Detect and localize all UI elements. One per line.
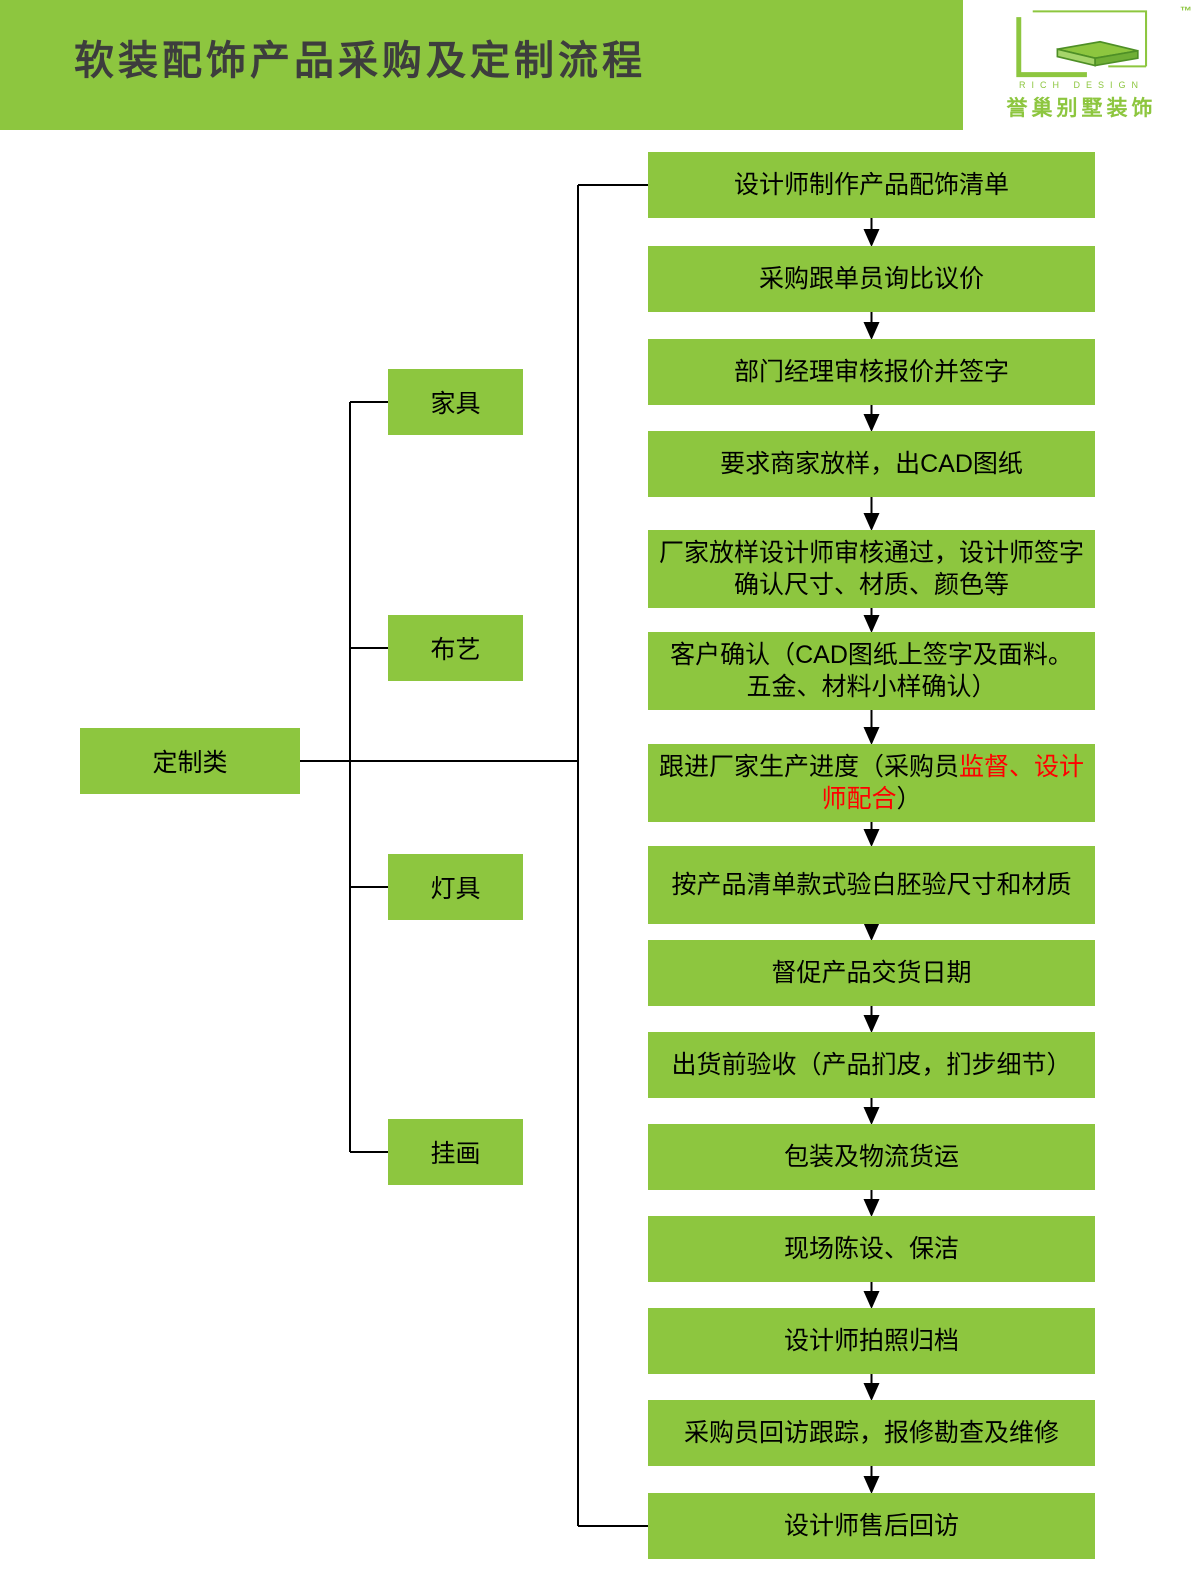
flow-step-14: 采购员回访跟踪，报修勘查及维修 xyxy=(648,1400,1095,1466)
page-title: 软装配饰产品采购及定制流程 xyxy=(74,37,646,84)
category-node-1: 家具 xyxy=(388,369,523,435)
brand-name-en: RICH DESIGN xyxy=(1018,80,1144,90)
category-node-3: 灯具 xyxy=(388,854,523,920)
flow-step-label: 厂家放样设计师审核通过，设计师签字确认尺寸、材质、颜色等 xyxy=(658,538,1084,600)
flow-step-label: 设计师售后回访 xyxy=(783,1511,959,1540)
brand-logo: ™ RICH DESIGN 誉巢别墅装饰 xyxy=(963,0,1200,130)
flow-step-label: 出货前验收（产品扪皮，扪步细节） xyxy=(671,1050,1072,1079)
flow-step-label: 现场陈设、保洁 xyxy=(783,1234,959,1263)
flow-step-12: 现场陈设、保洁 xyxy=(648,1216,1095,1282)
category-node-2: 布艺 xyxy=(388,615,523,681)
flow-step-label: 设计师制作产品配饰清单 xyxy=(733,170,1009,199)
flow-step-label: 按产品清单款式验白胚验尺寸和材质 xyxy=(671,870,1072,899)
flow-step-label: 部门经理审核报价并签字 xyxy=(733,357,1009,386)
flow-step-5: 厂家放样设计师审核通过，设计师签字确认尺寸、材质、颜色等 xyxy=(648,530,1095,608)
flow-step-8: 按产品清单款式验白胚验尺寸和材质 xyxy=(648,846,1095,924)
flow-step-9: 督促产品交货日期 xyxy=(648,940,1095,1006)
flow-step-label: 要求商家放样，出CAD图纸 xyxy=(720,449,1023,478)
flow-step-label: 设计师拍照归档 xyxy=(783,1326,959,1355)
flow-step-label: 督促产品交货日期 xyxy=(771,958,972,987)
flow-step-label: 客户确认（CAD图纸上签字及面料。五金、材料小样确认） xyxy=(670,640,1073,702)
header-bar: 软装配饰产品采购及定制流程 ™ RICH DESIGN 誉巢别墅装饰 xyxy=(0,0,1200,130)
flow-step-4: 要求商家放样，出CAD图纸 xyxy=(648,431,1095,497)
flow-step-label: 采购员回访跟踪，报修勘查及维修 xyxy=(683,1418,1059,1447)
flow-step-1: 设计师制作产品配饰清单 xyxy=(648,152,1095,218)
flow-step-2: 采购跟单员询比议价 xyxy=(648,246,1095,312)
flow-step-7: 跟进厂家生产进度（采购员监督、设计师配合） xyxy=(648,744,1095,822)
flow-step-6: 客户确认（CAD图纸上签字及面料。五金、材料小样确认） xyxy=(648,632,1095,710)
brand-name-cn: 誉巢别墅装饰 xyxy=(1006,97,1157,120)
flow-step-10: 出货前验收（产品扪皮，扪步细节） xyxy=(648,1032,1095,1098)
trademark-symbol: ™ xyxy=(1180,4,1192,18)
flow-step-3: 部门经理审核报价并签字 xyxy=(648,339,1095,405)
logo-mark-icon xyxy=(1015,10,1147,78)
category-node-4: 挂画 xyxy=(388,1119,523,1185)
flow-step-11: 包装及物流货运 xyxy=(648,1124,1095,1190)
flow-step-label: 包装及物流货运 xyxy=(783,1142,959,1171)
flow-step-label: 跟进厂家生产进度（采购员监督、设计师配合） xyxy=(658,752,1085,814)
flow-step-15: 设计师售后回访 xyxy=(648,1493,1095,1559)
flow-step-13: 设计师拍照归档 xyxy=(648,1308,1095,1374)
root-node-custom-category: 定制类 xyxy=(80,728,300,794)
flow-step-label: 采购跟单员询比议价 xyxy=(758,264,984,293)
